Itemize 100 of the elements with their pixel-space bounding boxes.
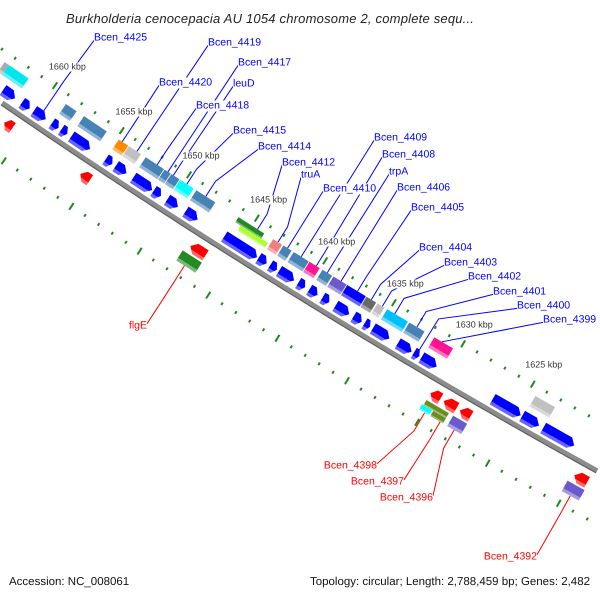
gene-block <box>164 174 180 190</box>
gene-label: Bcen_4425 <box>94 32 148 44</box>
leader-line <box>394 278 468 314</box>
gene-block <box>139 157 164 180</box>
leader-line <box>300 140 374 258</box>
gene-label: Bcen_4415 <box>233 126 286 136</box>
gene-label: Bcen_4397 <box>350 476 404 488</box>
leader-line <box>340 190 398 282</box>
gene-pentagon <box>48 118 59 131</box>
gene-block <box>237 226 268 248</box>
gene-block <box>122 146 141 164</box>
gene-label: Bcen_4409 <box>374 132 428 144</box>
gene-pentagon <box>4 120 16 133</box>
gene-label: trpA <box>389 166 408 178</box>
gene-block <box>403 322 425 342</box>
gene-label: Bcen_4399 <box>543 314 596 326</box>
gene-pentagon <box>80 172 94 186</box>
scale-label: 1655 kbp <box>115 108 152 117</box>
gene-block <box>287 252 309 272</box>
gene-pentagon <box>58 124 68 137</box>
gene-pentagon <box>190 244 209 260</box>
gene-pentagon <box>295 278 306 290</box>
leader-line <box>167 64 238 172</box>
gene-label: Bcen_4401 <box>493 286 546 298</box>
gene-block <box>112 139 128 156</box>
gene-pentagon <box>361 318 371 330</box>
gene-block <box>77 116 107 142</box>
gene-block <box>174 180 194 199</box>
gene-label: truA <box>301 170 320 180</box>
gene-label: Bcen_4392 <box>484 552 537 562</box>
gene-pentagon <box>319 292 330 306</box>
gene-pentagon <box>332 300 350 316</box>
leader-line <box>536 495 571 556</box>
scale-label: 1645 kbp <box>250 195 288 204</box>
gene-label: leuD <box>233 78 255 90</box>
scale-label: 1640 kbp <box>318 238 356 247</box>
gene-block <box>430 410 446 424</box>
scale-label: 1635 kbp <box>386 279 424 288</box>
leader-line <box>156 108 196 166</box>
gene-pentagon <box>574 472 590 488</box>
gene-label: Bcen_4420 <box>159 78 212 88</box>
gene-block <box>277 246 292 261</box>
gene-pentagon <box>164 194 178 209</box>
gene-pentagon <box>221 232 258 260</box>
gene-block <box>562 480 585 501</box>
map-title: Burkholderia cenocepacia AU 1054 chromosome 2, complete sequ... <box>66 11 474 26</box>
gene-pentagon <box>394 338 412 354</box>
leader-line <box>432 430 455 496</box>
scale-label: 1650 kbp <box>182 152 220 161</box>
gene-label: Bcen_4396 <box>380 492 433 504</box>
gene-label: Bcen_4414 <box>258 142 312 152</box>
gene-label: Bcen_4400 <box>517 300 570 312</box>
gene-pentagon <box>182 206 198 222</box>
gene-pentagon <box>430 390 444 404</box>
gene-block <box>59 104 77 122</box>
leader-line <box>326 174 390 274</box>
gene-block <box>418 404 432 416</box>
gene-pentagon <box>18 98 30 111</box>
gene-label: flgE <box>128 320 147 332</box>
gene-label: Bcen_4398 <box>324 460 377 472</box>
gene-pentagon <box>410 348 420 360</box>
leader-line <box>441 322 544 342</box>
leader-line <box>416 294 494 328</box>
leader-line <box>43 40 94 112</box>
gene-label: Bcen_4408 <box>382 150 436 160</box>
leader-line <box>146 265 185 324</box>
gene-pentagon <box>130 172 152 192</box>
leader-line <box>205 148 258 197</box>
gene-pentagon <box>255 253 267 266</box>
accession-text: Accession: NC_008061 <box>9 576 130 589</box>
gene-pentagon <box>266 260 277 273</box>
gene-label: Bcen_4403 <box>444 258 498 268</box>
gene-label: Bcen_4404 <box>419 242 472 254</box>
leader-line <box>357 210 412 292</box>
gene-block <box>266 239 282 255</box>
gene-label: Bcen_4412 <box>282 158 336 168</box>
gene-pentagon <box>102 154 113 167</box>
gene-pentagon <box>306 284 318 298</box>
gene-block <box>190 190 216 213</box>
gene-block <box>428 337 454 359</box>
gene-block <box>340 284 366 307</box>
gene-pentagon <box>519 410 539 428</box>
gene-pentagon <box>112 161 126 176</box>
gene-block <box>316 270 332 286</box>
genome-stats-text: Topology: circular; Length: 2,788,459 bp; Genes: 2,482 <box>310 576 590 589</box>
leader-line <box>136 44 208 152</box>
gene-pentagon <box>150 186 161 199</box>
gene-pentagon <box>350 312 362 325</box>
gene-pentagon <box>30 106 46 122</box>
gene-block <box>158 170 171 184</box>
gene-block <box>303 262 320 278</box>
leader-line <box>419 308 518 350</box>
scale-label: 1660 kbp <box>48 62 86 72</box>
gene-label: Bcen_4419 <box>208 38 262 48</box>
gene-block <box>447 416 468 434</box>
gene-block <box>381 309 408 332</box>
leader-line <box>404 421 441 480</box>
gene-pentagon <box>370 323 390 341</box>
gene-block <box>235 217 264 239</box>
gene-pentagon <box>540 422 574 448</box>
